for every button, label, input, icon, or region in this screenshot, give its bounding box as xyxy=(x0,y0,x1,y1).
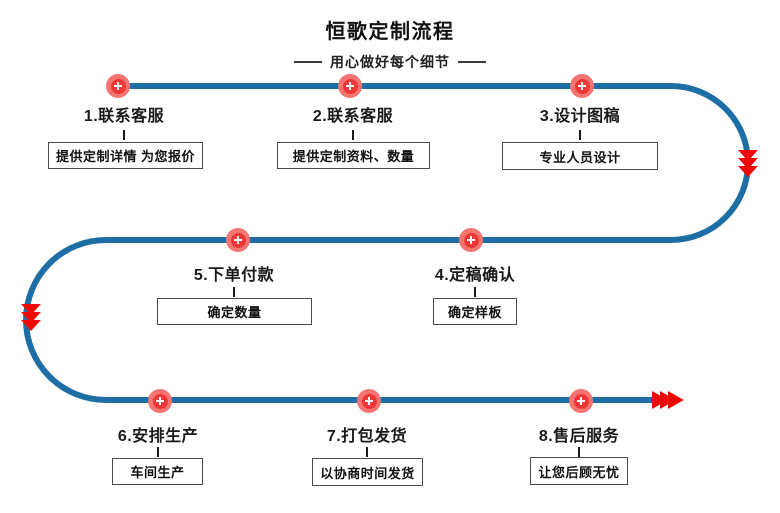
step-1-connector xyxy=(123,130,125,140)
step-8-marker xyxy=(569,389,593,413)
subtitle-row: 用心做好每个细节 xyxy=(0,52,780,72)
step-8-detail-box: 让您后顾无忧 xyxy=(530,457,628,485)
subtitle-left-dash xyxy=(294,61,322,63)
step-3-detail-box: 专业人员设计 xyxy=(502,142,658,170)
arrow-right-end-icon xyxy=(652,391,684,409)
step-4-label: 4.定稿确认 xyxy=(434,267,516,284)
step-7-marker xyxy=(357,389,381,413)
step-4-marker xyxy=(459,228,483,252)
step-1-marker xyxy=(106,74,130,98)
step-1-label: 1.联系客服 xyxy=(83,108,165,125)
step-8-connector xyxy=(578,447,580,457)
page-title: 恒歌定制流程 xyxy=(325,21,455,43)
arrow-down-left-icon xyxy=(21,304,41,331)
step-2-marker xyxy=(338,74,362,98)
step-3-marker xyxy=(570,74,594,98)
step-8-label: 8.售后服务 xyxy=(538,428,620,445)
step-4-detail-box: 确定样板 xyxy=(433,298,517,325)
process-path xyxy=(23,83,751,403)
step-4-connector xyxy=(474,287,476,297)
plus-icon xyxy=(110,78,126,94)
plus-icon xyxy=(342,78,358,94)
step-3-connector xyxy=(579,130,581,140)
step-7-detail-box: 以协商时间发货 xyxy=(312,458,423,486)
step-3-label: 3.设计图稿 xyxy=(539,108,621,125)
plus-icon xyxy=(152,393,168,409)
step-2-connector xyxy=(352,130,354,140)
plus-icon xyxy=(573,393,589,409)
step-2-detail-box: 提供定制资料、数量 xyxy=(277,142,430,169)
step-5-label: 5.下单付款 xyxy=(193,267,275,284)
step-5-detail-box: 确定数量 xyxy=(157,298,312,325)
plus-icon xyxy=(574,78,590,94)
subtitle-right-dash xyxy=(458,61,486,63)
step-5-connector xyxy=(233,287,235,297)
step-2-label: 2.联系客服 xyxy=(312,108,394,125)
header: 恒歌定制流程 用心做好每个细节 xyxy=(0,15,780,72)
step-6-detail-box: 车间生产 xyxy=(112,458,203,485)
step-1-detail-box: 提供定制详情 为您报价 xyxy=(48,142,203,169)
plus-icon xyxy=(463,232,479,248)
page-subtitle: 用心做好每个细节 xyxy=(330,54,450,70)
step-5-marker xyxy=(226,228,250,252)
step-6-marker xyxy=(148,389,172,413)
plus-icon xyxy=(361,393,377,409)
arrow-down-right-icon xyxy=(738,150,758,177)
step-6-connector xyxy=(157,447,159,457)
step-6-label: 6.安排生产 xyxy=(117,428,199,445)
step-7-connector xyxy=(366,447,368,457)
plus-icon xyxy=(230,232,246,248)
step-7-label: 7.打包发货 xyxy=(326,428,408,445)
